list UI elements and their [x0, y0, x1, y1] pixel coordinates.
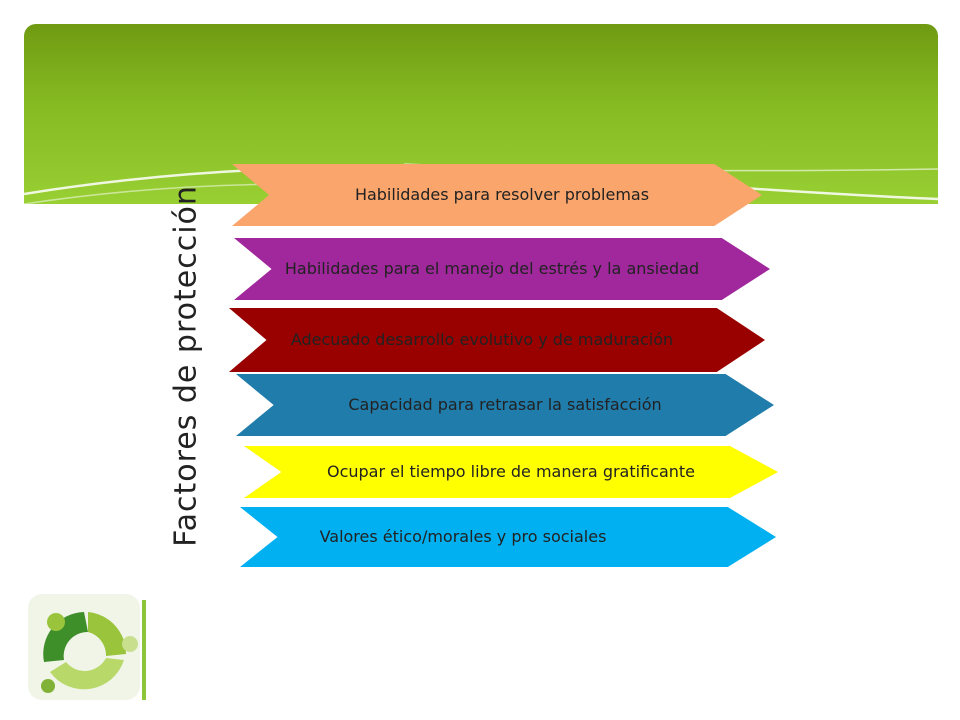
arrow-item-label: Ocupar el tiempo libre de manera gratifi… — [322, 457, 700, 487]
slide-title: Factores de protección — [168, 185, 204, 547]
green-circles-logo-icon — [26, 592, 148, 704]
arrow-item-label: Capacidad para retrasar la satisfacción — [348, 395, 662, 415]
arrow-item-label: Habilidades para resolver problemas — [354, 185, 650, 205]
arrow-item-label: Habilidades para el manejo del estrés y … — [284, 259, 700, 279]
arrow-item-1: Habilidades para resolver problemas — [232, 164, 762, 226]
arrow-item-6: Valores ético/morales y pro sociales — [240, 507, 776, 567]
arrow-item-label: Adecuado desarrollo evolutivo y de madur… — [290, 329, 674, 349]
arrow-item-5: Ocupar el tiempo libre de manera gratifi… — [244, 446, 778, 498]
arrow-item-label: Valores ético/morales y pro sociales — [319, 527, 607, 547]
arrow-item-4: Capacidad para retrasar la satisfacción — [236, 374, 774, 436]
arrow-item-3: Adecuado desarrollo evolutivo y de madur… — [229, 308, 765, 372]
arrow-item-2: Habilidades para el manejo del estrés y … — [234, 238, 770, 300]
